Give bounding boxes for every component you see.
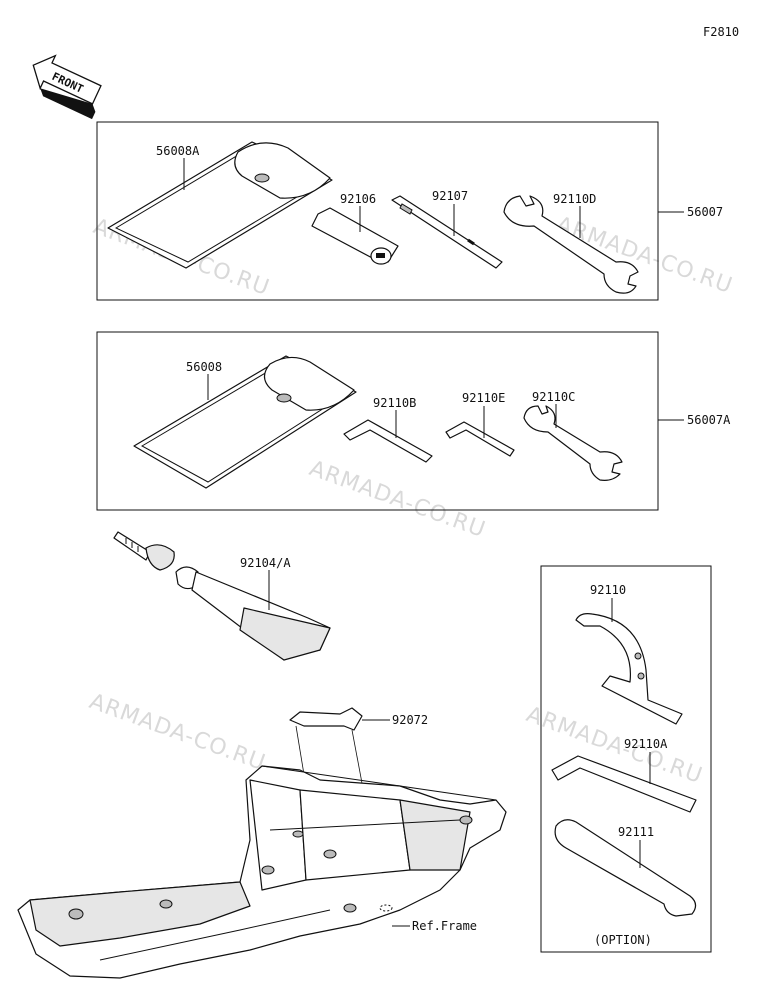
kit-1-part-number: 56007 [687, 205, 723, 219]
open-end-wrench [523, 405, 623, 481]
hook-spanner [575, 613, 683, 725]
label-92110b: 92110B [373, 396, 416, 410]
watermark: ARMADA-CO.RU [306, 456, 489, 543]
label-92107: 92107 [432, 189, 468, 203]
label-56008: 56008 [186, 360, 222, 374]
label-92110c: 92110C [532, 390, 575, 404]
hex-key [551, 755, 697, 813]
label-92111: 92111 [618, 825, 654, 839]
label-92110e: 92110E [462, 391, 505, 405]
label-92110d: 92110D [553, 192, 596, 206]
tool-pouch [133, 355, 357, 489]
label-92104a: 92104/A [240, 556, 291, 570]
kit-1-box [96, 121, 659, 301]
front-arrow-icon: FRONT [32, 54, 102, 120]
hex-key [445, 421, 515, 457]
label-56008a: 56008A [156, 144, 200, 158]
open-end-wrench [503, 195, 639, 294]
bracket [289, 707, 363, 731]
label-92110a: 92110A [624, 737, 668, 751]
figure-code: F2810 [703, 25, 739, 39]
option-caption: (OPTION) [594, 933, 652, 947]
repair-kit-tube [113, 531, 331, 661]
screwdriver-bit [391, 195, 503, 269]
label-92110: 92110 [590, 583, 626, 597]
kit-2-box [96, 331, 659, 511]
motorcycle-frame [17, 765, 507, 979]
tool-pouch [107, 141, 333, 269]
label-ref-frame: Ref.Frame [412, 919, 477, 933]
label-92106: 92106 [340, 192, 376, 206]
option-box [540, 565, 712, 953]
hex-key [343, 419, 433, 463]
watermark: ARMADA-CO.RU [86, 689, 269, 776]
kit-2-part-number: 56007A [687, 413, 731, 427]
screwdriver-handle [311, 207, 399, 265]
extension-bar [554, 819, 697, 917]
label-92072: 92072 [392, 713, 428, 727]
